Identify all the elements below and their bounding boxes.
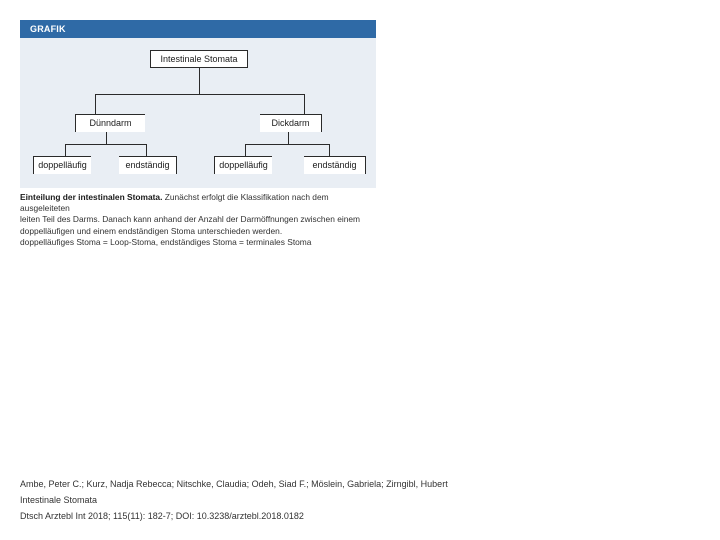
figure: GRAFIK Intestinale Stomata Dünndarm Dick… bbox=[20, 20, 376, 247]
connector bbox=[245, 144, 330, 145]
citation-source: Dtsch Arztebl Int 2018; 115(11): 182-7; … bbox=[20, 511, 304, 521]
caption-title: Einteilung der intestinalen Stomata. bbox=[20, 192, 163, 202]
caption-line: doppelläufiges Stoma = Loop-Stoma, endst… bbox=[20, 236, 312, 247]
citation: Ambe, Peter C.; Kurz, Nadja Rebecca; Nit… bbox=[20, 476, 448, 524]
connector bbox=[288, 132, 289, 144]
leaf-dickdarm-endstaendig: endständig bbox=[304, 156, 366, 174]
citation-authors: Ambe, Peter C.; Kurz, Nadja Rebecca; Nit… bbox=[20, 479, 448, 489]
connector bbox=[245, 144, 246, 156]
connector bbox=[329, 144, 330, 156]
leaf-duenndarm-doppellaeufig: doppelläufig bbox=[33, 156, 91, 174]
classification-diagram: Intestinale Stomata Dünndarm Dickdarm do… bbox=[20, 38, 376, 188]
connector bbox=[304, 94, 305, 114]
leaf-dickdarm-doppellaeufig: doppelläufig bbox=[214, 156, 272, 174]
node-dickdarm: Dickdarm bbox=[260, 114, 322, 132]
citation-title: Intestinale Stomata bbox=[20, 495, 98, 505]
connector bbox=[199, 68, 200, 94]
caption-line: Zunächst erfolgt die Klassifikation nach… bbox=[20, 192, 329, 214]
connector bbox=[65, 144, 66, 156]
connector bbox=[106, 132, 107, 144]
figure-caption: Einteilung der intestinalen Stomata. Zun… bbox=[20, 192, 376, 248]
figure-header: GRAFIK bbox=[20, 20, 376, 38]
node-duenndarm: Dünndarm bbox=[75, 114, 145, 132]
connector bbox=[95, 94, 96, 114]
connector bbox=[146, 144, 147, 156]
leaf-duenndarm-endstaendig: endständig bbox=[119, 156, 177, 174]
connector bbox=[65, 144, 147, 145]
caption-line: leiten Teil des Darms. Danach kann anhan… bbox=[20, 214, 361, 225]
root-node: Intestinale Stomata bbox=[150, 50, 248, 68]
caption-line: doppelläufigen und einem endständigen St… bbox=[20, 225, 283, 236]
connector bbox=[95, 94, 304, 95]
